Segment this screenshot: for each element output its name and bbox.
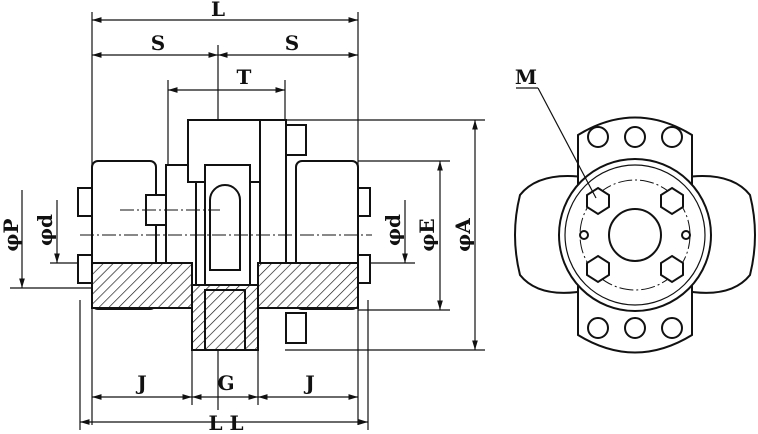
end-view — [514, 87, 756, 354]
dim-phid-left: φd — [33, 214, 57, 246]
dim-J-left: J — [135, 371, 146, 395]
dimension-lines — [19, 17, 478, 425]
bolt-holes — [579, 126, 691, 339]
dim-M: M — [515, 65, 537, 89]
dim-LL: L L — [208, 411, 243, 434]
dim-phiA: φA — [451, 218, 475, 252]
dim-phiP: φP — [0, 218, 23, 251]
dim-L: L — [211, 0, 225, 21]
dim-J-right: J — [303, 371, 314, 395]
dim-S-left: S — [151, 31, 165, 55]
dim-phiE: φE — [415, 218, 439, 251]
dim-phid-right: φd — [381, 214, 405, 246]
dim-T: T — [237, 65, 252, 89]
dim-G: G — [217, 371, 234, 395]
dim-S-right: S — [285, 31, 299, 55]
side-view — [77, 119, 372, 351]
